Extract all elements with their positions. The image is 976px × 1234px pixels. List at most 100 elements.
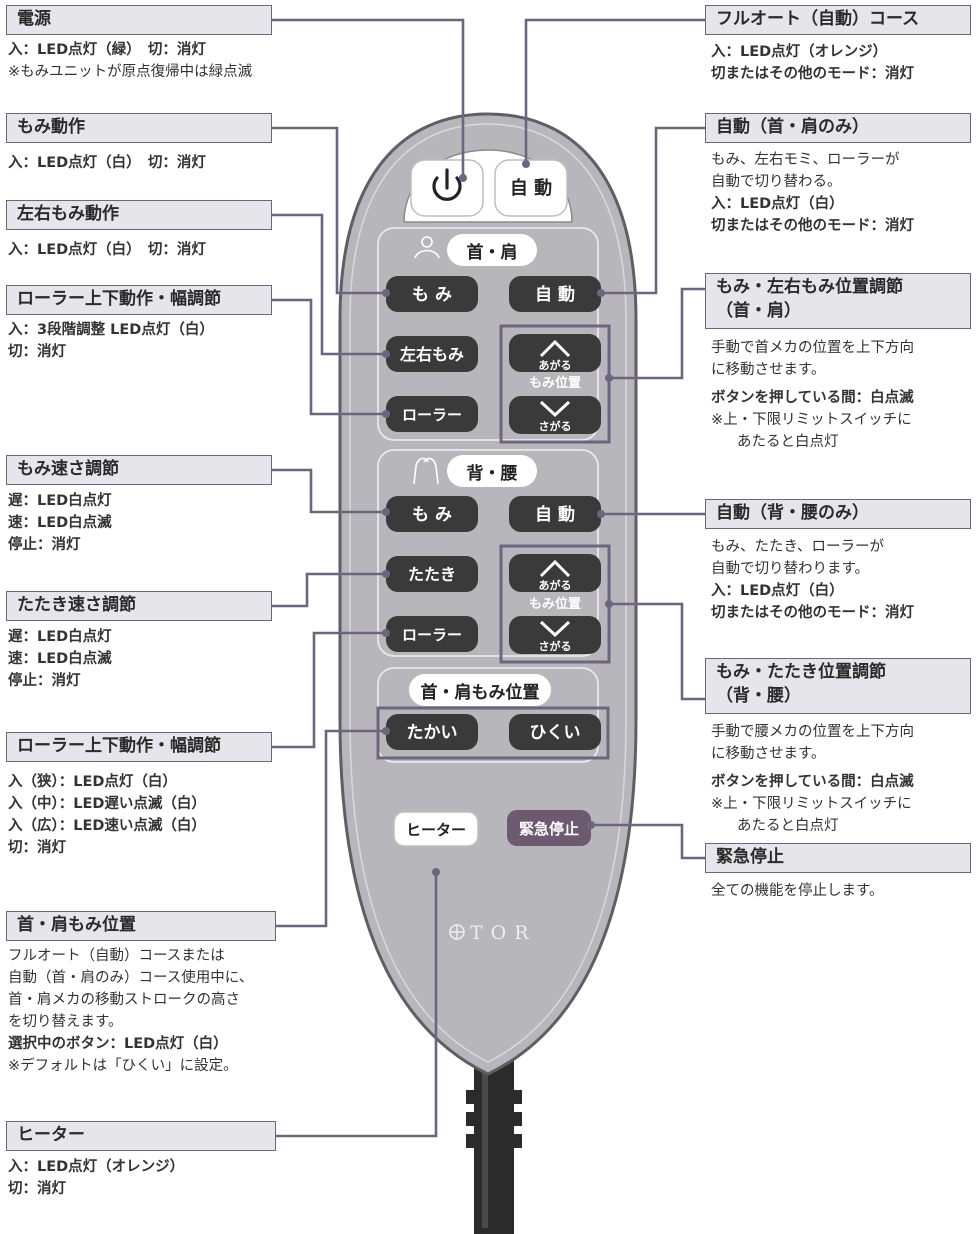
svg-text:自 動: 自 動 xyxy=(535,504,575,525)
desc-line: 入：LED点灯（白） 切：消灯 xyxy=(8,155,206,171)
neck-section-title: 首・肩 xyxy=(467,242,518,263)
desc-line: ※もみユニットが原点復帰中は緑点滅 xyxy=(8,64,253,80)
desc-line: ボタンを押している間：白点滅 xyxy=(711,774,914,790)
desc-line: 入：LED点灯（白） xyxy=(711,196,844,212)
desc-emergency-stop: 全ての機能を停止します。 xyxy=(711,880,884,902)
desc-line: 速：LED白点滅 xyxy=(8,651,112,667)
desc-line: 入：LED点灯（オレンジ） xyxy=(711,44,888,60)
leader-lines xyxy=(272,18,705,1138)
desc-line: 入：LED点灯（オレンジ） xyxy=(8,1159,185,1175)
desc-back-position: 手動で腰メカの位置を上下方向に移動させます。ボタンを押している間：白点滅 ※上・下… xyxy=(711,721,914,837)
desc-momi-speed: 遅：LED白点灯速：LED白点滅停止：消灯 xyxy=(8,490,112,556)
neck-roller-button[interactable]: ローラー xyxy=(386,396,478,432)
neck-position-label: もみ位置 xyxy=(529,375,581,391)
desc-line: もみ、たたき、ローラーが xyxy=(711,539,884,555)
desc-line: 手動で腰メカの位置を上下方向 xyxy=(711,724,914,740)
desc-line: を切り替えます。 xyxy=(8,1014,123,1030)
desc-line: 首・肩メカの移動ストロークの高さ xyxy=(8,992,240,1008)
neck-momi-button[interactable]: も み xyxy=(386,276,478,312)
desc-line: 入（広）：LED速い点滅（白） xyxy=(8,818,206,834)
desc-line: に移動させます。 xyxy=(711,746,826,762)
desc-line: あたると白点灯 xyxy=(737,818,839,834)
emergency-stop-button[interactable]: 緊急停止 xyxy=(507,810,591,846)
svg-text:TOR: TOR xyxy=(470,922,537,944)
desc-line: 切：消灯 xyxy=(8,344,66,360)
svg-text:ローラー: ローラー xyxy=(402,626,462,644)
desc-line: 入：LED点灯（白） 切：消灯 xyxy=(8,242,206,258)
neck-down-button[interactable]: さがる xyxy=(509,396,601,434)
svg-text:あがる: あがる xyxy=(539,578,572,592)
back-section-title: 背・腰 xyxy=(467,463,518,484)
desc-line: 入：LED点灯（緑） 切：消灯 xyxy=(8,42,206,58)
desc-line: もみ、左右モミ、ローラーが xyxy=(711,152,900,168)
svg-text:さがる: さがる xyxy=(539,419,572,433)
desc-line: 自動で切り替わります。 xyxy=(711,561,870,577)
svg-text:たたき: たたき xyxy=(408,565,456,584)
back-down-button[interactable]: さがる xyxy=(509,616,601,654)
chevron-up-icon xyxy=(539,339,571,358)
desc-line: 停止：消灯 xyxy=(8,673,81,689)
auto-course-button[interactable]: 自 動 xyxy=(494,159,568,217)
neck-auto-button[interactable]: 自 動 xyxy=(509,276,601,312)
neck-up-button[interactable]: あがる xyxy=(509,334,601,372)
tataki-button[interactable]: たたき xyxy=(386,556,478,592)
desc-height: フルオート（自動）コースまたは自動（首・肩のみ）コース使用中に、首・肩メカの移動… xyxy=(8,945,253,1077)
desc-line: 切：消灯 xyxy=(8,1181,66,1197)
power-icon xyxy=(432,168,462,201)
back-roller-button[interactable]: ローラー xyxy=(386,616,478,652)
chevron-down-icon xyxy=(539,400,571,418)
desc-line: 停止：消灯 xyxy=(8,537,81,553)
leader-dots xyxy=(382,160,613,876)
back-up-button[interactable]: あがる xyxy=(509,554,601,592)
desc-line: 切：消灯 xyxy=(8,840,66,856)
takai-button[interactable]: たかい xyxy=(386,714,478,750)
svg-text:さがる: さがる xyxy=(539,639,572,653)
desc-line: ※デフォルトは「ひくい」に設定。 xyxy=(8,1058,238,1074)
power-button[interactable] xyxy=(410,159,484,217)
desc-line: ボタンを押している間：白点滅 xyxy=(711,390,914,406)
desc-full-auto: 入：LED点灯（オレンジ） 切またはその他のモード：消灯 xyxy=(711,41,914,85)
back-icon xyxy=(413,457,439,485)
label-height: 首・肩もみ位置 xyxy=(6,911,276,941)
desc-line: 入：3段階調整 LED点灯（白） xyxy=(8,322,214,338)
desc-line: に移動させます。 xyxy=(711,362,826,378)
back-position-label: もみ位置 xyxy=(529,596,581,612)
desc-line: 遅：LED白点灯 xyxy=(8,629,112,645)
brand-logo: TOR xyxy=(449,922,537,944)
svg-text:たかい: たかい xyxy=(407,723,458,743)
desc-line: 入（中）：LED遅い点滅（白） xyxy=(8,796,206,812)
desc-line: 選択中のボタン：LED点灯（白） xyxy=(8,1036,228,1052)
svg-text:ヒーター: ヒーター xyxy=(406,821,466,839)
desc-line: ※上・下限リミットスイッチに xyxy=(711,796,912,812)
desc-line: 自動（首・肩のみ）コース使用中に、 xyxy=(8,970,254,986)
desc-neck-position: 手動で首メカの位置を上下方向に移動させます。ボタンを押している間：白点滅※上・下… xyxy=(711,337,914,453)
heater-button[interactable]: ヒーター xyxy=(393,811,479,847)
chevron-up-icon xyxy=(539,559,571,578)
desc-line: 手動で首メカの位置を上下方向 xyxy=(711,340,914,356)
label-momi: もみ動作 xyxy=(6,113,272,143)
back-auto-button[interactable]: 自 動 xyxy=(509,496,601,532)
auto-course-label: 自 動 xyxy=(510,177,552,199)
label-power: 電源 xyxy=(6,5,272,35)
desc-line: あたると白点灯 xyxy=(737,434,839,450)
sayu-momi-button[interactable]: 左右もみ xyxy=(386,336,478,372)
svg-text:緊急停止: 緊急停止 xyxy=(519,820,579,838)
height-section-title: 首・肩もみ位置 xyxy=(421,682,540,703)
svg-text:も み: も み xyxy=(412,285,452,305)
desc-line: 切またはその他のモード：消灯 xyxy=(711,66,914,82)
label-auto-back: 自動（背・腰のみ） xyxy=(705,499,971,529)
desc-power: 入：LED点灯（緑） 切：消灯 ※もみユニットが原点復帰中は緑点滅 xyxy=(8,39,252,83)
desc-line: 入：LED点灯（白） xyxy=(711,583,844,599)
svg-text:ひくい: ひくい xyxy=(530,723,581,743)
desc-line: 切またはその他のモード：消灯 xyxy=(711,218,914,234)
label-tataki-speed: たたき速さ調節 xyxy=(6,591,272,621)
svg-text:も み: も み xyxy=(412,505,452,525)
back-momi-button[interactable]: も み xyxy=(386,496,478,532)
hikui-button[interactable]: ひくい xyxy=(509,714,601,750)
label-full-auto: フルオート（自動）コース xyxy=(705,5,971,35)
desc-line: フルオート（自動）コースまたは xyxy=(8,948,225,964)
desc-auto-neck: もみ、左右モミ、ローラーが自動で切り替わる。入：LED点灯（白）切またはその他の… xyxy=(711,149,914,237)
desc-tataki-speed: 遅：LED白点灯速：LED白点滅停止：消灯 xyxy=(8,626,112,692)
label-momi-speed: もみ速さ調節 xyxy=(6,455,272,485)
